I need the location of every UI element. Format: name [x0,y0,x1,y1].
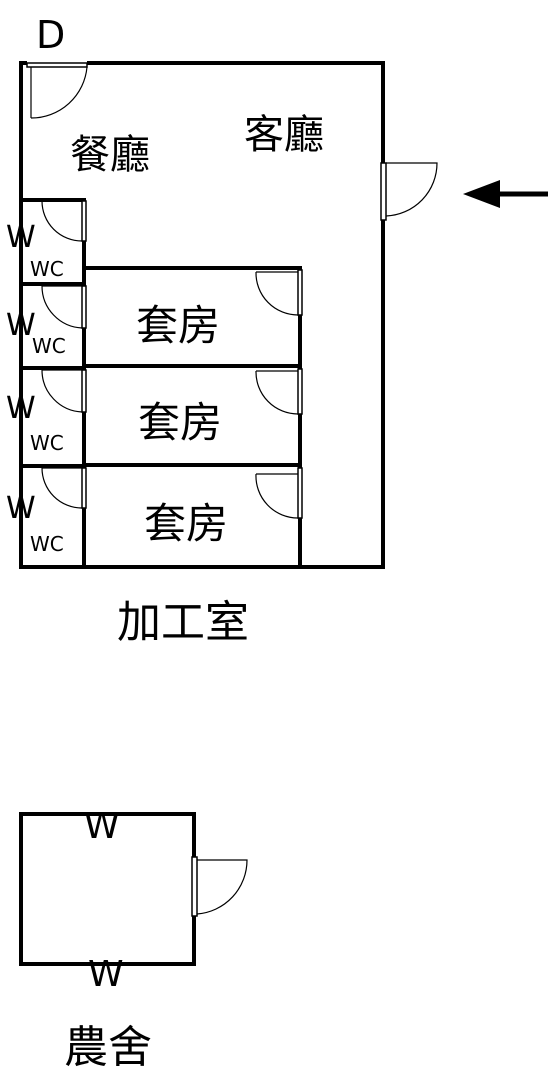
farm-house-door [191,856,248,917]
building-name-main: 加工室 [117,597,249,648]
compass-label: D [36,13,65,57]
dining-door [26,62,88,119]
room-label-suite-3: 套房 [144,499,228,548]
window-mark-2: W [6,308,36,343]
wc-doors [41,200,87,509]
farm-house-walls [19,812,196,966]
wc-label-4: WC [30,532,64,556]
farm-window-mark-top: W [84,806,120,847]
wc-label-2: WC [32,334,66,358]
main-building-walls [19,61,385,569]
room-label-living: 客廳 [244,112,324,158]
room-label-dining: 餐廳 [70,132,150,178]
window-mark-1: W [6,220,36,255]
entrance-door [380,162,438,221]
wc-label-1: WC [30,257,64,281]
arrow-left-icon [463,180,548,208]
building-name-farm-house: 農舍 [64,1022,152,1073]
wc-label-3: WC [30,431,64,455]
farm-window-mark-bottom: W [88,954,124,995]
room-label-suite-1: 套房 [136,301,220,350]
suite-doors [255,269,303,519]
room-label-suite-2: 套房 [138,398,222,447]
window-mark-4: W [6,491,36,526]
window-mark-3: W [6,391,36,426]
